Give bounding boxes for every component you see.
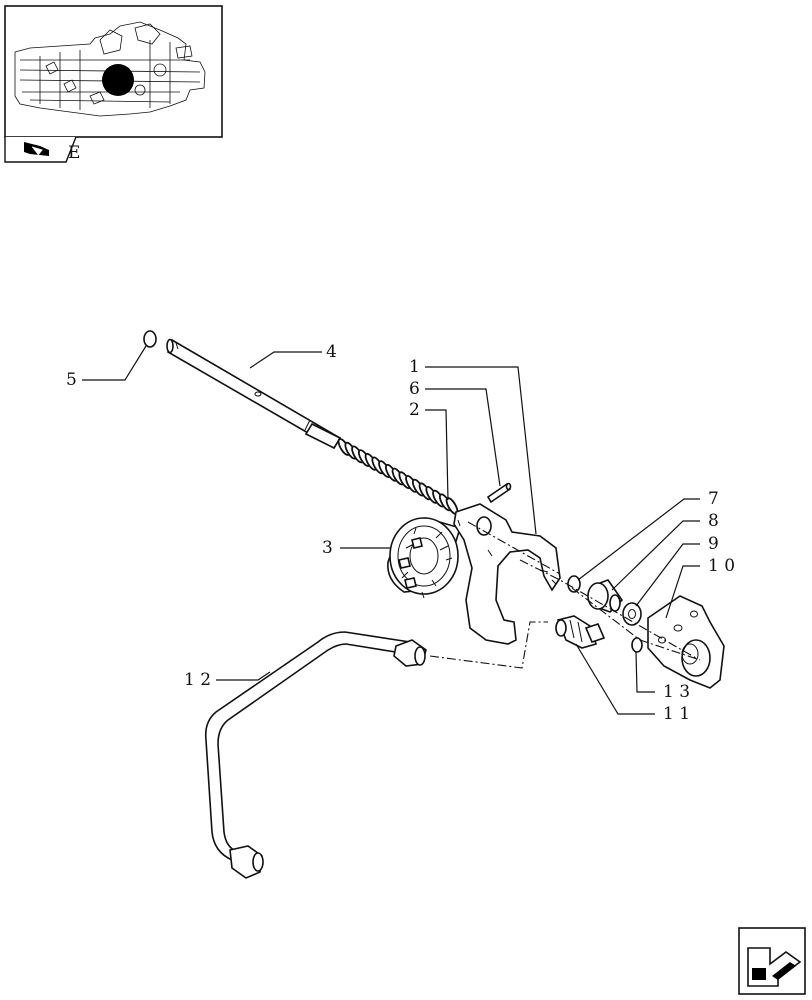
part-9-washer xyxy=(622,602,642,626)
callout-13: 1 3 xyxy=(663,682,690,702)
section-tab[interactable]: E xyxy=(4,136,80,163)
book-arrow-icon xyxy=(24,142,49,156)
part-3-coupling-sleeve xyxy=(387,517,461,599)
callout-8: 8 xyxy=(708,511,719,531)
part-1-selector-fork xyxy=(453,503,561,645)
part-13-o-ring xyxy=(631,637,643,653)
part-11-fitting xyxy=(555,615,606,649)
part-10-cylinder xyxy=(647,595,725,689)
part-12-pipe xyxy=(204,631,427,879)
callout-3: 3 xyxy=(322,538,333,558)
part-6-pin xyxy=(486,482,512,504)
callout-6: 6 xyxy=(409,379,420,399)
part-4-selector-shaft xyxy=(166,338,342,450)
location-marker xyxy=(102,64,134,96)
callout-4: 4 xyxy=(326,342,337,362)
part-2-spring xyxy=(337,438,459,515)
callout-12: 1 2 xyxy=(184,670,211,690)
back-nav-button[interactable] xyxy=(738,927,806,995)
overview-thumbnail[interactable] xyxy=(4,5,223,138)
part-8-bush xyxy=(587,579,624,613)
callout-10: 1 0 xyxy=(708,556,735,576)
arrow-back-icon xyxy=(747,947,802,987)
callout-5: 5 xyxy=(66,370,77,390)
callout-7: 7 xyxy=(708,489,719,509)
centre-lines xyxy=(429,521,701,669)
section-code: E xyxy=(68,143,80,163)
callout-9: 9 xyxy=(708,534,719,554)
callout-11: 1 1 xyxy=(663,704,690,724)
callout-labels: 1 6 2 4 5 3 7 8 9 1 0 1 3 1 1 1 2 xyxy=(66,342,735,724)
leader-lines xyxy=(82,345,700,715)
callout-1: 1 xyxy=(409,357,420,377)
callout-2: 2 xyxy=(409,400,420,420)
part-5-o-ring xyxy=(143,330,157,348)
